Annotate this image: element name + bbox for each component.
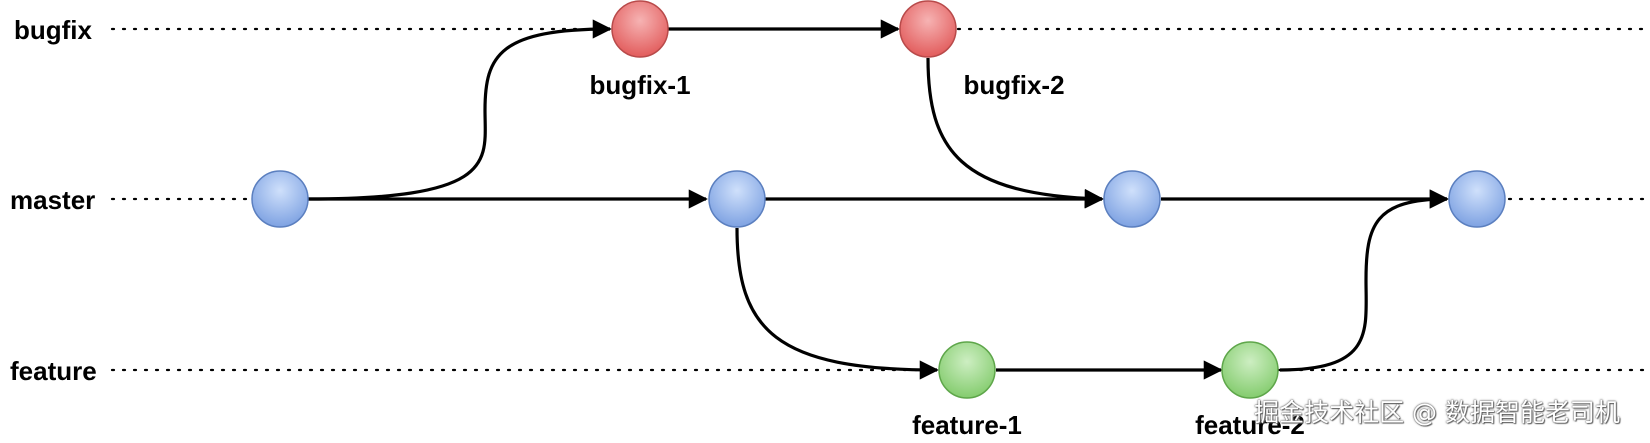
branch-label-master: master <box>10 185 95 215</box>
commit-node-bugfix-2 <box>899 0 957 58</box>
edge-master-to-bugfix-1 <box>307 19 612 201</box>
commit-node-master-3 <box>1103 170 1161 228</box>
commit-node-feature-2 <box>1221 341 1279 399</box>
branch-label-feature: feature <box>10 356 97 386</box>
commit-label-feature-2: feature-2 <box>1195 410 1305 440</box>
commit-node-master-2 <box>708 170 766 228</box>
commit-node-master-4 <box>1448 170 1506 228</box>
watermark-text: 掘金技术社区 @ 数据智能老司机 <box>1254 398 1620 427</box>
commit-node-master-1 <box>251 170 309 228</box>
commit-label-feature-1: feature-1 <box>912 410 1022 440</box>
commit-node-bugfix-1 <box>611 0 669 58</box>
commit-node-feature-1 <box>938 341 996 399</box>
commit-label-bugfix-2: bugfix-2 <box>963 70 1064 100</box>
edge-bugfix-2-to-master-3 <box>926 57 1104 209</box>
branch-label-bugfix: bugfix <box>14 15 93 45</box>
edge-feature-2-to-master-4 <box>1279 189 1449 372</box>
edge-master-2-to-feature-1 <box>735 227 939 380</box>
commit-label-bugfix-1: bugfix-1 <box>589 70 690 100</box>
